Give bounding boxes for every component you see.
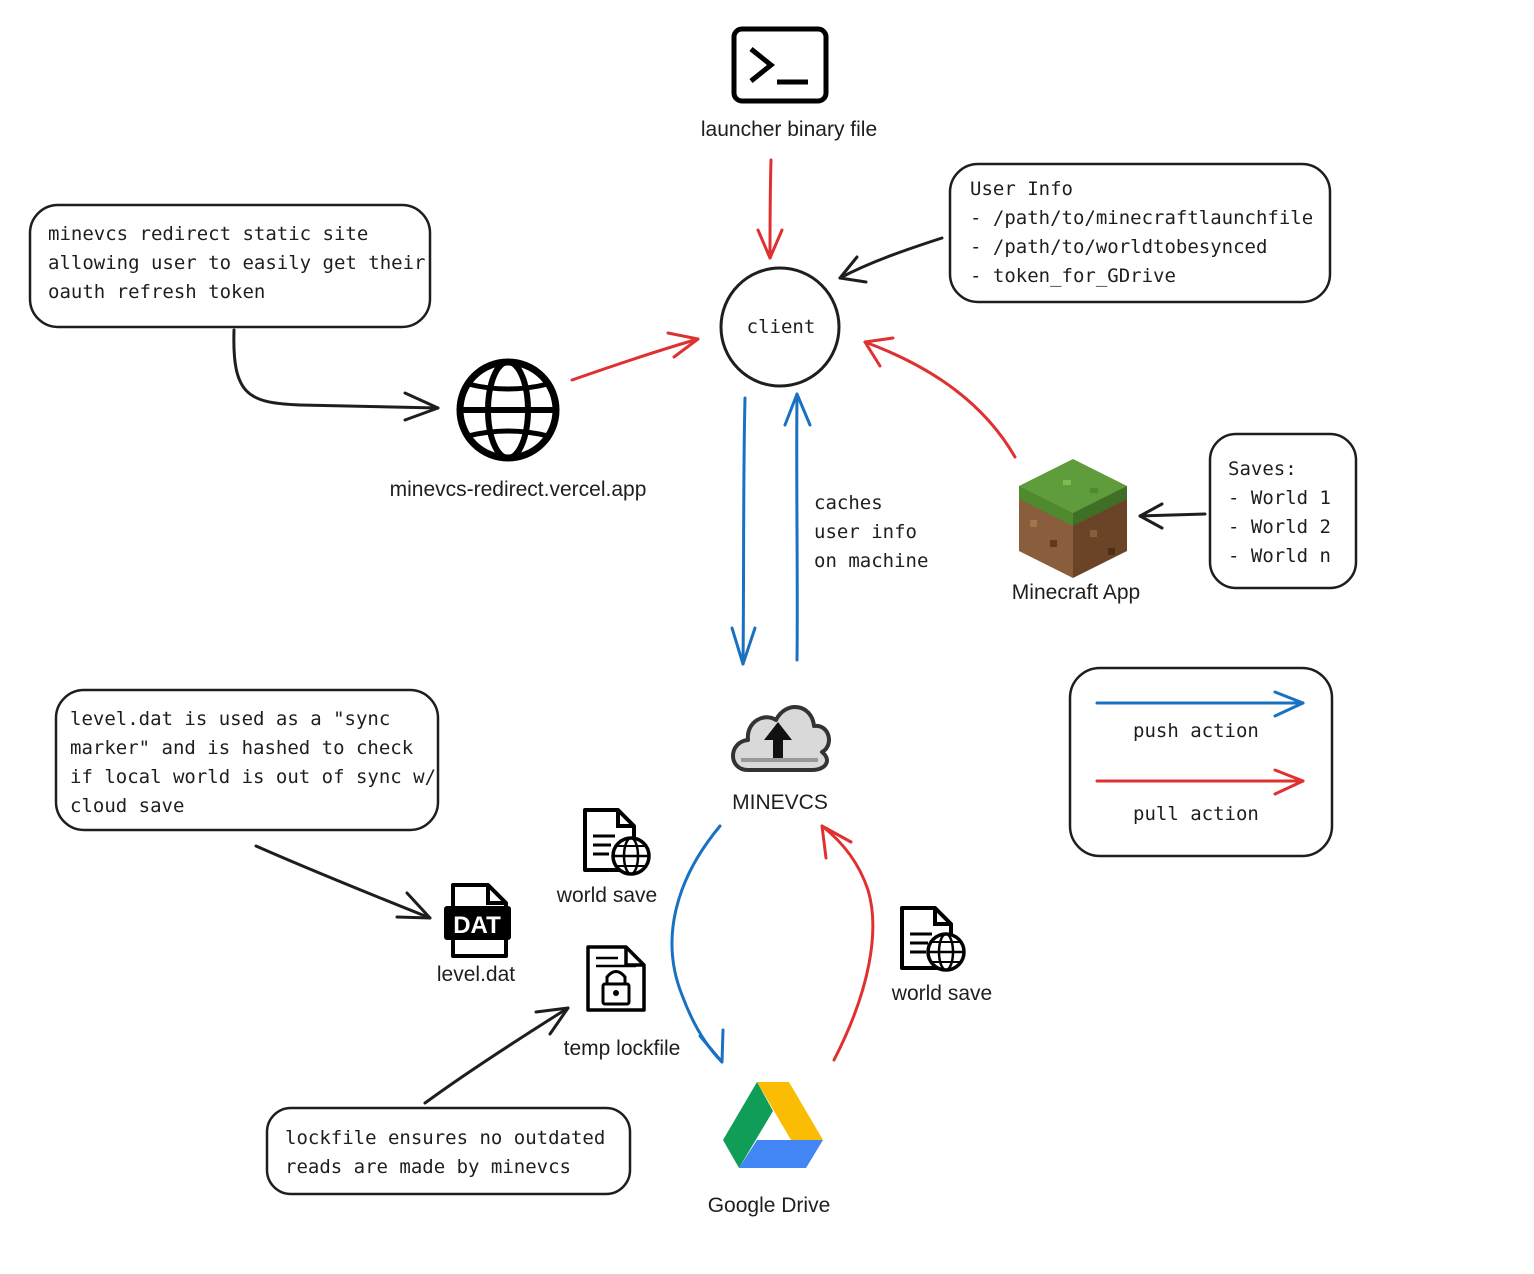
locked-file-icon bbox=[586, 945, 646, 1012]
note-line: level.dat is used as a "sync bbox=[70, 708, 390, 730]
legend-pull-label: pull action bbox=[1133, 803, 1259, 825]
legend-push-label: push action bbox=[1133, 720, 1259, 742]
minevcs-label: MINEVCS bbox=[732, 791, 828, 814]
minecraft-app-label: Minecraft App bbox=[1012, 581, 1140, 604]
arrow-locknote-to-lockfile bbox=[423, 1006, 570, 1105]
note-line: - World n bbox=[1228, 545, 1331, 567]
arrow-minecraft-to-client bbox=[863, 336, 1017, 459]
arrow-minevcs-to-client bbox=[783, 392, 812, 662]
arrow-note-to-globe bbox=[232, 328, 440, 422]
note-line: cloud save bbox=[70, 795, 184, 817]
note-lockfile: lockfile ensures no outdated reads are m… bbox=[265, 1106, 632, 1196]
note-line: Saves: bbox=[1228, 458, 1297, 480]
note-cache: caches user info on machine bbox=[814, 492, 928, 572]
dat-badge-text: DAT bbox=[453, 912, 501, 939]
note-line: minevcs redirect static site bbox=[48, 223, 368, 245]
cloud-upload-icon bbox=[731, 705, 831, 772]
redirect-site-label: minevcs-redirect.vercel.app bbox=[390, 478, 647, 501]
world-save-right-label: world save bbox=[891, 982, 992, 1005]
arrow-launcher-to-client bbox=[756, 158, 784, 260]
note-line: marker" and is hashed to check bbox=[70, 737, 414, 759]
note-line: lockfile ensures no outdated bbox=[285, 1127, 605, 1149]
arrow-saves-to-minecraft bbox=[1138, 502, 1207, 530]
web-file-icon bbox=[900, 906, 966, 972]
globe-icon bbox=[456, 358, 560, 462]
note-saves: Saves: - World 1 - World 2 - World n bbox=[1208, 432, 1358, 590]
note-line: User Info bbox=[970, 178, 1073, 200]
note-line: on machine bbox=[814, 550, 928, 572]
note-user-info: User Info - /path/to/minecraftlaunchfile… bbox=[948, 162, 1332, 304]
note-line: if local world is out of sync w/ bbox=[70, 766, 436, 788]
level-dat-label: level.dat bbox=[437, 963, 515, 986]
google-drive-label: Google Drive bbox=[708, 1194, 831, 1217]
note-line: - /path/to/worldtobesynced bbox=[970, 236, 1267, 258]
note-line: - /path/to/minecraftlaunchfile bbox=[970, 207, 1313, 229]
arrow-drive-to-minevcs bbox=[820, 824, 875, 1062]
note-line: user info bbox=[814, 521, 917, 543]
legend-push-arrow bbox=[1095, 690, 1305, 718]
legend: push action pull action bbox=[1068, 666, 1334, 858]
note-line: reads are made by minevcs bbox=[285, 1156, 571, 1178]
arrow-client-to-minevcs bbox=[730, 396, 757, 666]
web-file-icon bbox=[583, 808, 651, 876]
temp-lockfile-label: temp lockfile bbox=[564, 1037, 681, 1060]
note-line: - World 1 bbox=[1228, 487, 1331, 509]
note-line: - World 2 bbox=[1228, 516, 1331, 538]
client-node: client bbox=[719, 266, 841, 388]
arrow-userinfo-to-client bbox=[838, 236, 944, 284]
arrow-minevcs-to-drive bbox=[670, 824, 725, 1064]
legend-pull-arrow bbox=[1095, 768, 1305, 796]
launcher-label: launcher binary file bbox=[701, 118, 877, 141]
arrow-levelnote-to-dat bbox=[254, 844, 432, 920]
google-drive-icon bbox=[723, 1082, 823, 1168]
note-line: - token_for_GDrive bbox=[970, 265, 1176, 287]
terminal-icon bbox=[731, 26, 829, 104]
arrow-globe-to-client bbox=[570, 331, 700, 382]
grass-block-icon bbox=[1019, 459, 1127, 578]
dat-file-icon: DAT bbox=[444, 883, 511, 958]
note-line: oauth refresh token bbox=[48, 281, 265, 303]
world-save-left-label: world save bbox=[556, 884, 657, 907]
client-label: client bbox=[747, 316, 816, 338]
note-redirect-site: minevcs redirect static site allowing us… bbox=[28, 203, 432, 329]
note-line: allowing user to easily get their bbox=[48, 252, 426, 274]
note-level-dat: level.dat is used as a "sync marker" and… bbox=[54, 688, 440, 832]
note-line: caches bbox=[814, 492, 883, 514]
